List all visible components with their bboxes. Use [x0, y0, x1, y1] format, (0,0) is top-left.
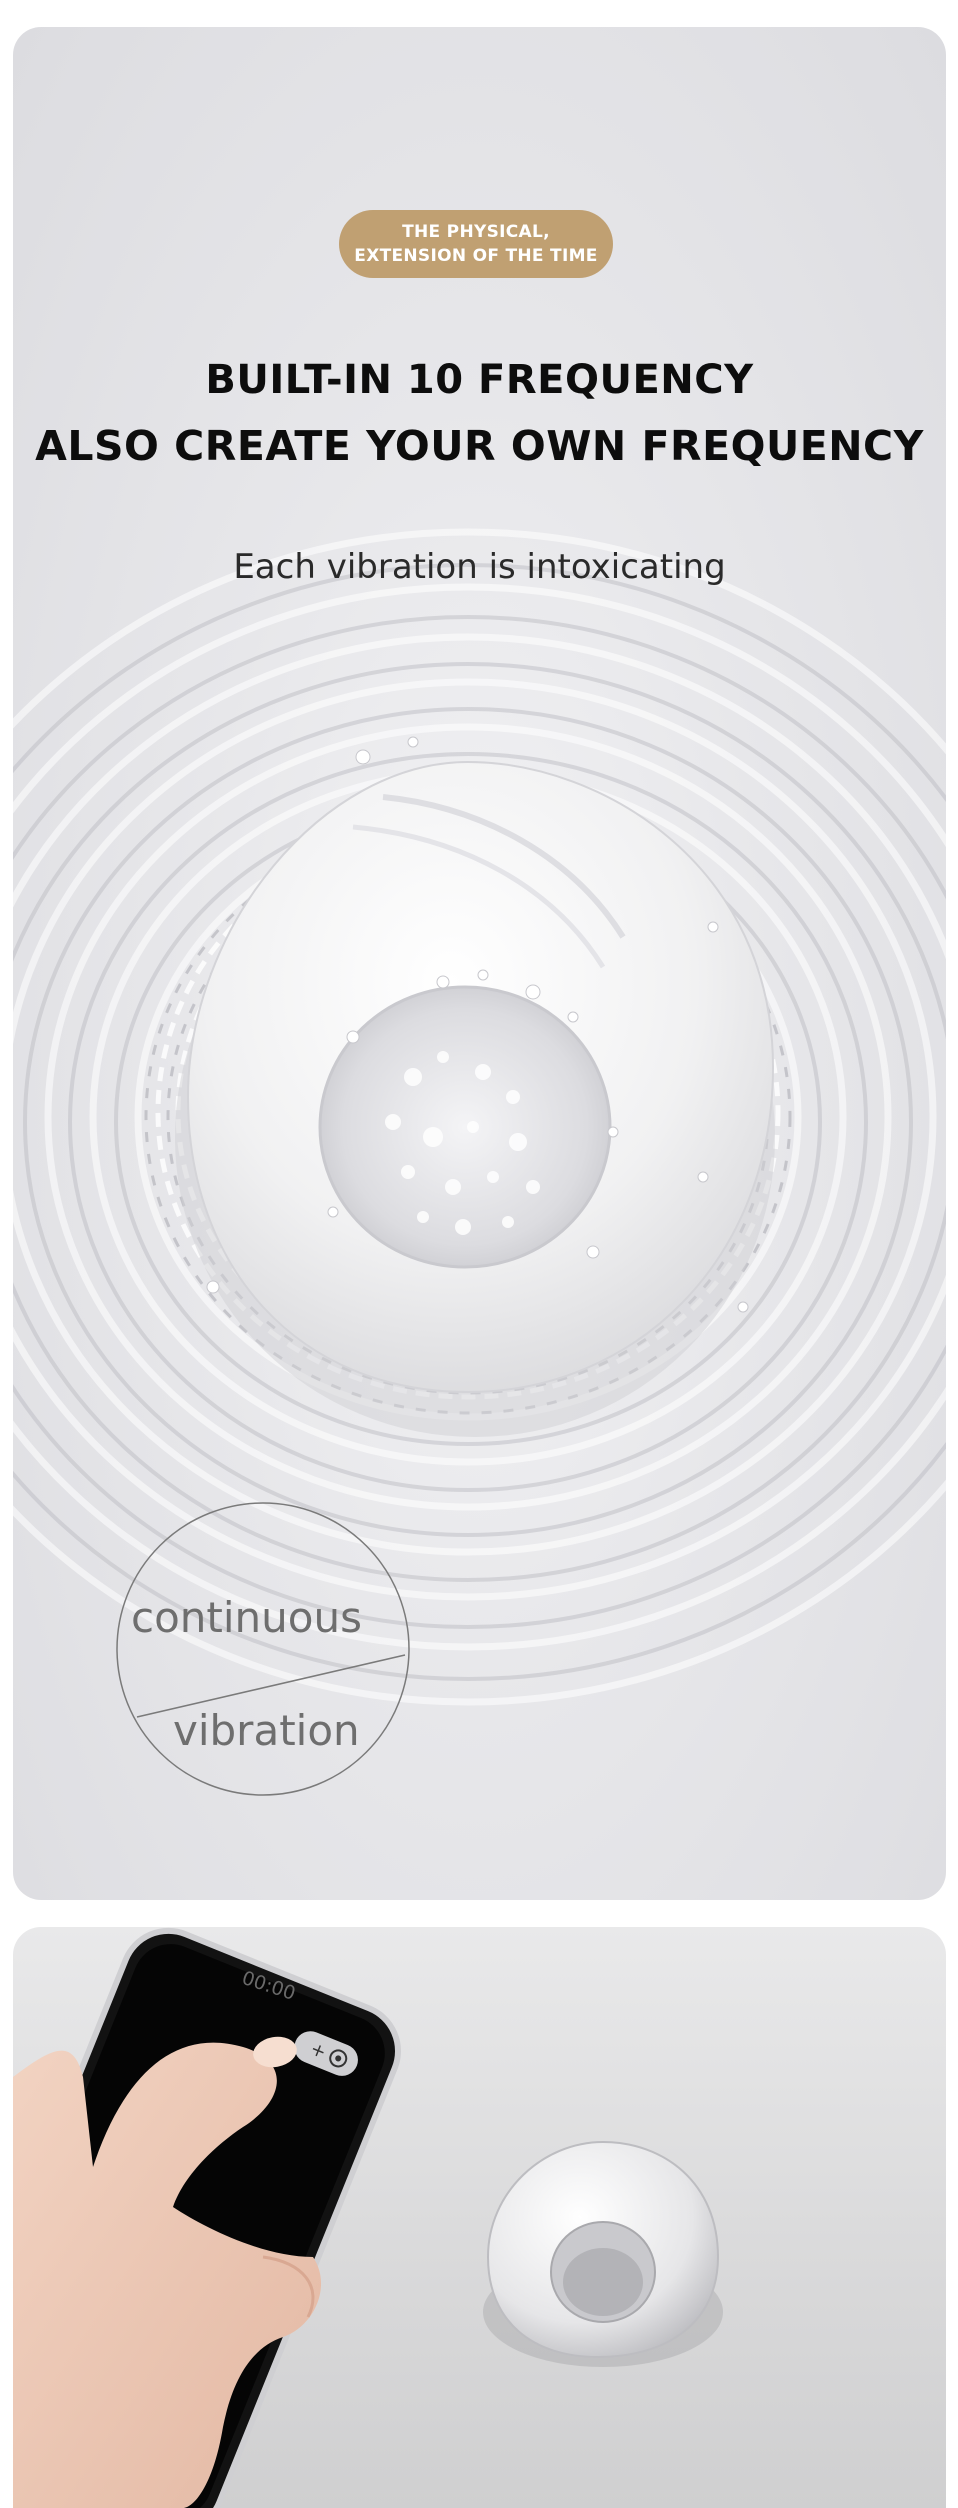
subheadline: Each vibration is intoxicating — [233, 547, 726, 587]
headline-line-1: BUILT-IN 10 FREQUENCY — [205, 357, 754, 403]
headline-line-2: ALSO CREATE YOUR OWN FREQUENCY — [35, 422, 924, 470]
hand-illustration — [13, 2036, 322, 2508]
ring-product-image — [175, 736, 775, 1437]
ring-product-small — [483, 2140, 723, 2367]
circle-stamp-graphic — [116, 1502, 410, 1796]
app-control-photo: + — [13, 1927, 723, 2508]
hero-panel: THE PHYSICAL, EXTENSION OF THE TIME BUIL… — [13, 27, 946, 1900]
app-demo-panel: + 00:00 — [13, 1927, 946, 2508]
badge-line-2: EXTENSION OF THE TIME — [354, 246, 598, 266]
svg-text:+: + — [307, 2038, 329, 2063]
stamp-word-continuous: continuous — [131, 1593, 362, 1642]
tagline-badge: THE PHYSICAL, EXTENSION OF THE TIME — [339, 210, 613, 278]
badge-line-1: THE PHYSICAL, — [402, 222, 550, 242]
stamp-word-vibration: vibration — [173, 1706, 360, 1755]
